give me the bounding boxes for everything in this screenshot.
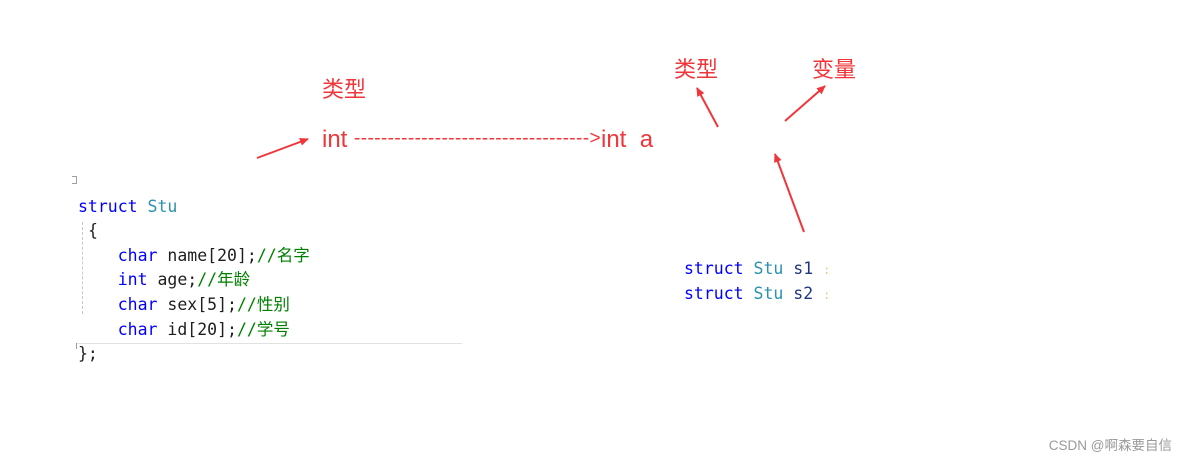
variable-declarations-code: struct Stu s1 :struct Stu s2 : (684, 232, 830, 332)
type-name: Stu (753, 284, 784, 304)
arrow-to-left-int (256, 138, 309, 159)
truncated-marker: : (823, 262, 831, 277)
left-int-text: int (322, 126, 348, 153)
keyword: char (117, 294, 158, 314)
member-decl: age; (147, 270, 198, 290)
left-type-label: 类型 (322, 78, 367, 103)
watermark: CSDN @啊森要自信 (1048, 438, 1172, 453)
code-line: }; (78, 342, 310, 367)
left-int-label: int ----------------------------------->… (322, 128, 653, 152)
keyword: char (117, 319, 158, 339)
keyword: struct (78, 196, 138, 216)
truncated-marker: : (823, 288, 831, 303)
member-decl: id[20]; (157, 319, 237, 339)
indent-guide (82, 222, 83, 314)
arrow-to-type-label (696, 87, 719, 128)
keyword: struct (684, 258, 744, 278)
comment: //性别 (236, 294, 290, 314)
code-line: struct Stu s2 : (684, 282, 830, 308)
type-name: Stu (147, 196, 178, 216)
variable-name: s2 (793, 284, 814, 304)
member-decl: name[20]; (157, 245, 257, 265)
keyword: char (117, 245, 158, 265)
code-line: char id[20];//学号 (78, 318, 310, 343)
type-name: Stu (753, 258, 784, 278)
keyword: int (117, 270, 148, 290)
right-var-text: a (639, 126, 654, 153)
keyword: struct (684, 284, 744, 304)
variable-name: s1 (793, 258, 814, 278)
dashed-arrow-text: -----------------------------------> (354, 128, 601, 149)
member-decl: sex[5]; (157, 294, 237, 314)
code-line: struct Stu (78, 195, 310, 220)
arrow-to-variable-label (784, 85, 826, 122)
code-line: { (78, 219, 310, 244)
right-variable-label: 变量 (812, 58, 857, 83)
right-int-text: int (600, 126, 627, 153)
editor-divider-tick (76, 343, 77, 349)
fold-marker-icon (72, 176, 77, 184)
code-line: int age;//年龄 (78, 268, 310, 293)
brace-close: }; (78, 344, 98, 364)
arrow-s1-to-a (774, 153, 805, 233)
right-type-label: 类型 (674, 58, 719, 83)
struct-definition-code: struct Stu { char name[20];//名字 int age;… (78, 170, 310, 391)
comment: //名字 (256, 245, 310, 265)
comment: //学号 (236, 319, 290, 339)
code-line: char sex[5];//性别 (78, 293, 310, 318)
brace-open: { (87, 221, 98, 241)
code-line: char name[20];//名字 (78, 244, 310, 269)
editor-divider (76, 343, 462, 344)
comment: //年龄 (197, 270, 251, 290)
code-line: struct Stu s1 : (684, 257, 830, 283)
